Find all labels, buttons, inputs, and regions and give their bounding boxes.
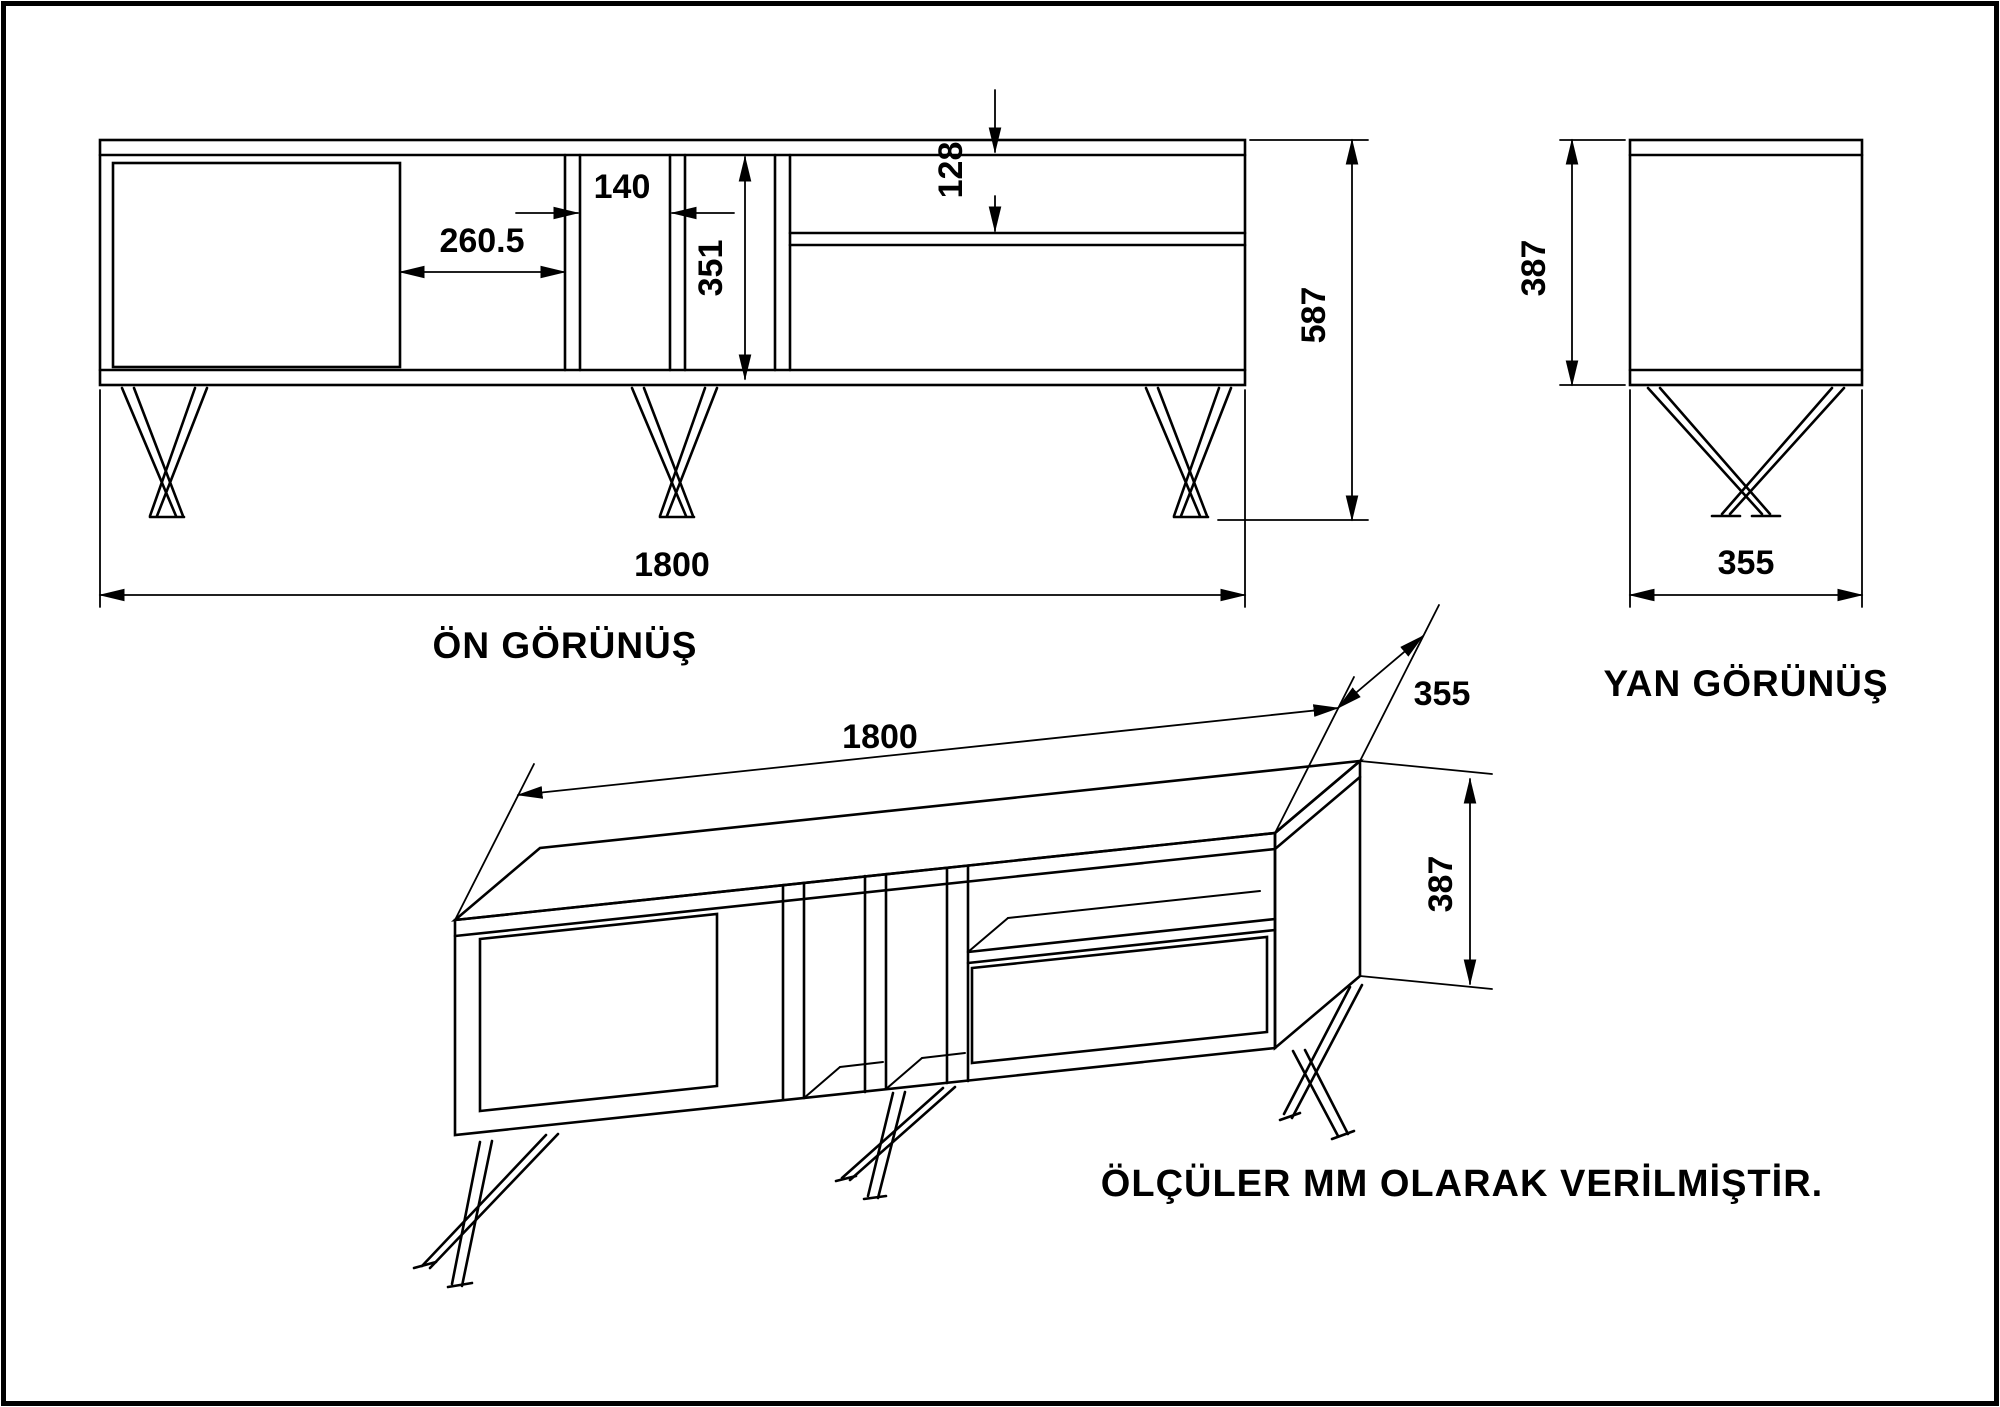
dim-front-total-width: 1800 (634, 546, 710, 584)
dim-iso-length: 1800 (842, 718, 918, 756)
dim-iso-body-height: 387 (1422, 856, 1460, 913)
side-dimensions (1559, 138, 1864, 608)
dim-front-left-opening-width: 260.5 (439, 222, 524, 260)
dim-front-total-height: 587 (1295, 287, 1333, 344)
iso-left-leg (412, 1132, 560, 1289)
front-left-door (111, 161, 402, 369)
units-note: ÖLÇÜLER MM OLARAK VERİLMİŞTİR. (1101, 1162, 1823, 1205)
dim-side-body-height: 387 (1515, 240, 1553, 297)
iso-left-door (478, 912, 719, 1113)
front-view: 1800 587 351 128 260.5 140 ÖN GÖRÜNÜŞ (98, 89, 1369, 666)
front-left-leg (120, 386, 209, 519)
dim-iso-depth: 355 (1414, 675, 1471, 713)
isometric-view: 1800 355 387 (412, 604, 1493, 1289)
front-right-leg (1144, 386, 1233, 519)
iso-drawer-front (970, 935, 1269, 1065)
side-cabinet-outline (1628, 138, 1864, 387)
side-view-label: YAN GÖRÜNÜŞ (1603, 663, 1888, 704)
front-view-label: ÖN GÖRÜNÜŞ (433, 625, 698, 666)
iso-dimensions (454, 604, 1493, 990)
dim-front-divider-gap: 140 (594, 168, 651, 206)
front-middle-leg (630, 386, 719, 519)
side-view: 387 355 YAN GÖRÜNÜŞ (1515, 138, 1888, 704)
dim-front-shelf-height: 128 (932, 142, 970, 199)
dim-side-depth: 355 (1718, 544, 1775, 582)
front-dimensions (98, 89, 1369, 608)
iso-interior-depth-lines (803, 890, 1261, 1099)
iso-cabinet-body (450, 758, 1365, 1137)
iso-middle-leg (834, 1085, 957, 1201)
dim-front-inner-height: 351 (692, 240, 730, 297)
side-legs (1646, 386, 1846, 518)
iso-right-leg (1278, 983, 1364, 1141)
front-cabinet-outline (98, 138, 1247, 387)
